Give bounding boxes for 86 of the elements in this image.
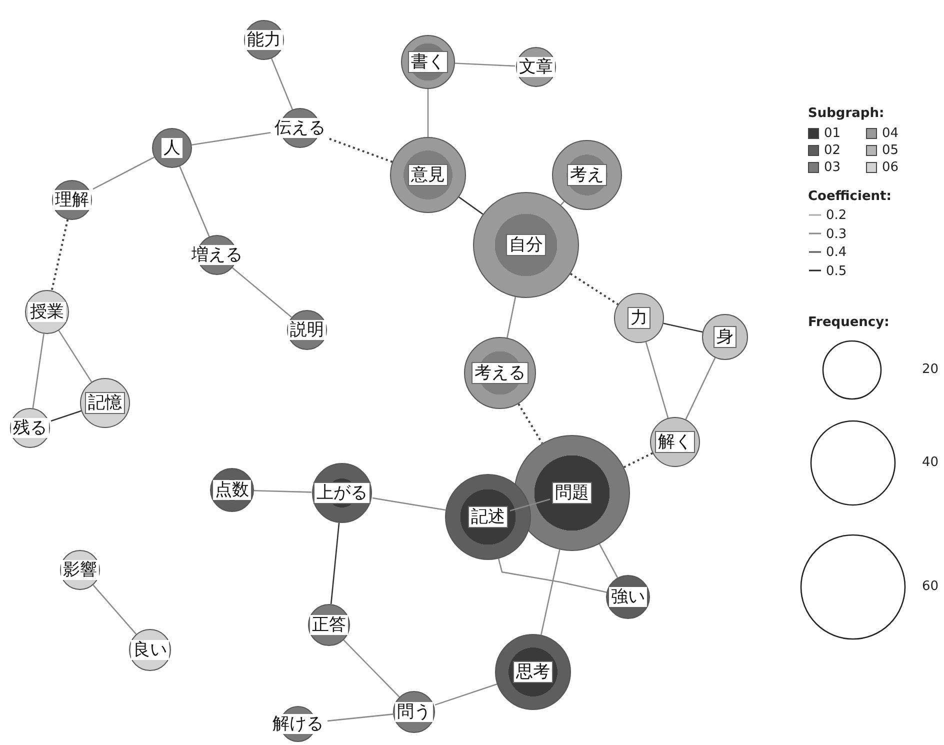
legend-label: 0.2	[826, 208, 847, 223]
node-circle	[308, 604, 350, 646]
node-circle	[210, 468, 254, 512]
connector-line	[92, 156, 155, 190]
node-circle	[650, 417, 700, 467]
connector-line	[645, 342, 669, 418]
word-label: 記述	[468, 506, 508, 528]
node-circle	[614, 293, 664, 343]
word-label: 人	[162, 138, 182, 158]
legend-label: 20	[922, 362, 939, 377]
connector-line	[540, 550, 560, 635]
word-label: 理解	[53, 190, 91, 210]
word-label: 身	[714, 326, 736, 348]
connector-line	[179, 166, 210, 237]
word-label: 考え	[567, 164, 607, 186]
word-label: 能力	[245, 30, 283, 50]
legend-label: 60	[922, 579, 939, 594]
legend-label: 03	[824, 160, 841, 175]
word-label: 思考	[513, 661, 553, 683]
node-circle	[606, 575, 650, 619]
connector-line	[254, 490, 312, 493]
legend-label: 02	[824, 143, 841, 158]
connector-line	[327, 714, 394, 722]
connector-line	[498, 558, 607, 593]
node-circle	[393, 691, 435, 733]
word-label: 問う	[395, 702, 433, 722]
connector-line	[510, 498, 550, 512]
connector-line	[685, 357, 716, 420]
node-circle	[702, 314, 748, 360]
legend-label: 06	[882, 160, 899, 175]
word-label: 自分	[506, 234, 546, 256]
connector-line	[427, 89, 429, 137]
legend-heading: Frequency:	[808, 315, 890, 330]
connector-line	[329, 138, 393, 163]
word-label: 残る	[11, 418, 49, 438]
connector-line	[343, 640, 400, 698]
connector-line	[506, 296, 516, 338]
legend-heading: Subgraph:	[808, 106, 884, 121]
connector-line	[624, 452, 654, 468]
connector-line	[50, 219, 69, 291]
connector-line	[454, 62, 516, 67]
word-label: 上がる	[314, 482, 370, 504]
word-label: 文章	[517, 57, 555, 77]
word-label: 説明	[288, 320, 326, 340]
word-label: 正答	[310, 615, 348, 635]
connector-line	[330, 522, 340, 604]
node-circle	[152, 128, 192, 168]
word-label: 記憶	[85, 392, 125, 414]
connector-line	[192, 132, 271, 146]
legend-label: 40	[922, 455, 939, 470]
node-circle	[287, 310, 327, 350]
node-circle	[80, 378, 130, 428]
connector-line	[232, 267, 292, 318]
connector-line	[570, 272, 619, 306]
word-label: 影響	[61, 560, 99, 580]
legend-label: 0.4	[826, 245, 847, 260]
connector-line	[434, 683, 498, 706]
legend-heading: Coefficient:	[808, 189, 892, 204]
legend-label: 05	[882, 143, 899, 158]
word-label: 授業	[28, 302, 66, 322]
connector-line	[58, 330, 92, 382]
word-label: 書く	[408, 51, 448, 73]
connector-line	[663, 322, 703, 333]
legend-label: 01	[824, 126, 841, 141]
legend-label: 04	[882, 126, 899, 141]
word-label: 力	[628, 307, 650, 329]
word-label: 問題	[552, 482, 592, 504]
connector-line	[270, 58, 294, 110]
word-label: 良い	[131, 640, 169, 660]
connector-line	[372, 497, 446, 511]
word-label: 考える	[472, 362, 528, 384]
connector-line	[458, 196, 484, 215]
node-circle	[25, 290, 69, 334]
legend-label: 0.5	[826, 264, 847, 278]
connector-line	[32, 334, 44, 408]
connector-line	[518, 403, 544, 444]
node-circle	[129, 629, 171, 671]
connector-line	[598, 544, 618, 578]
word-label: 意見	[408, 164, 448, 186]
word-label: 点数	[213, 480, 251, 500]
node-circle	[401, 35, 455, 89]
word-label: 強い	[609, 587, 647, 607]
connector-line	[50, 410, 82, 422]
word-label: 解く	[655, 431, 695, 453]
connector-line	[92, 584, 137, 635]
legend-label: 0.3	[826, 226, 847, 242]
